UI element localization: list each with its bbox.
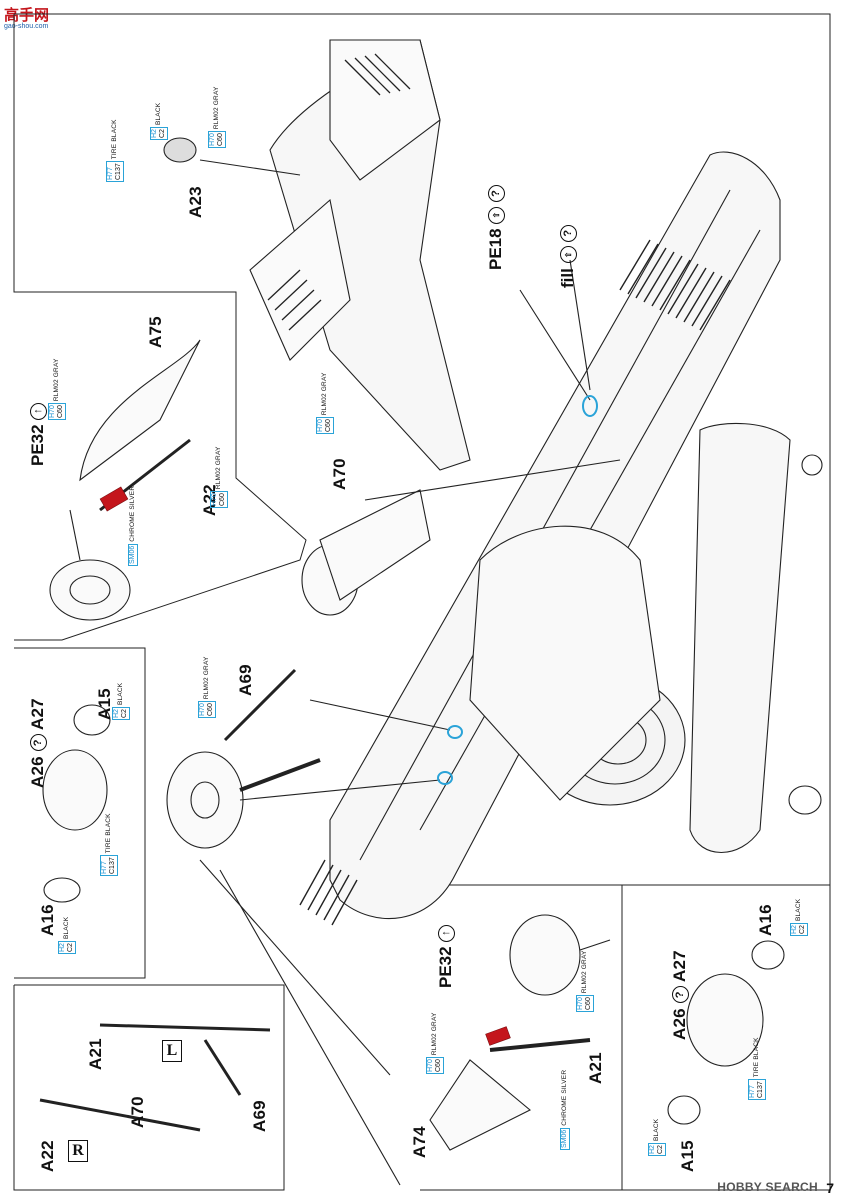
wheel-top-left <box>49 559 131 621</box>
label-a21-mid: A21 <box>586 1052 605 1084</box>
page-number: 7 <box>826 1180 834 1196</box>
watermark: HOBBY SEARCH <box>717 1180 818 1194</box>
side-indicator-right: R <box>68 1140 88 1162</box>
label-a22-left: A22 <box>38 1140 57 1172</box>
label-pe32-top: PE32 ↑ <box>28 402 48 466</box>
frame-top-left <box>13 14 307 641</box>
label-a70-left: A70 <box>128 1096 147 1128</box>
flip-arrow-icon: ⇧ <box>560 246 578 264</box>
question-mark-circle-icon: ? <box>672 986 690 1004</box>
label-a15-right: A15 <box>678 1140 697 1172</box>
flip-arrow-icon: ⇧ <box>488 206 506 224</box>
label-pe18: PE18 ⇧ ? <box>486 184 506 270</box>
question-mark-circle-icon: ? <box>488 184 506 202</box>
frame-bottom-mid <box>420 884 623 1191</box>
color-callout-sm06-top: SM06 CHROME SILVER <box>128 485 138 566</box>
red-part-top <box>99 486 129 512</box>
label-a70-main: A70 <box>330 458 349 490</box>
label-fill: fill ⇧ ? <box>558 224 578 288</box>
site-logo: 高手网 gao-shou.com <box>4 7 50 30</box>
tail-wheel <box>163 137 197 163</box>
label-a21-left: A21 <box>86 1038 105 1070</box>
label-pe32-bottom: PE32 ↑ <box>436 924 456 988</box>
wheel-bottom-right <box>686 973 764 1067</box>
frame-mid-left <box>14 647 146 979</box>
question-mark-circle-icon: ? <box>560 224 578 242</box>
arrow-up-circle-icon: ↑ <box>30 402 48 420</box>
arrow-up-circle-icon: ↑ <box>438 924 456 942</box>
red-part-bottom <box>485 1026 511 1046</box>
label-a26-a27-left: A26 ? A27 <box>28 698 48 788</box>
wheel-bottom-mid <box>509 914 581 996</box>
label-a26-a27-right: A26 ? A27 <box>670 950 690 1040</box>
wheel-center <box>166 751 244 849</box>
label-a75-top: A75 <box>146 316 165 348</box>
label-a69-left: A69 <box>250 1100 269 1132</box>
label-a69-main: A69 <box>236 664 255 696</box>
frame-outer <box>14 13 831 1190</box>
label-a16-right: A16 <box>756 904 775 936</box>
label-a23: A23 <box>186 186 205 218</box>
wheel-mid-left <box>42 749 108 831</box>
side-indicator-left: L <box>162 1040 182 1062</box>
color-callout-sm06-bottom: SM06 CHROME SILVER <box>560 1069 570 1150</box>
side-view-aircraft <box>689 422 791 853</box>
label-a74: A74 <box>410 1126 429 1158</box>
label-a16-left: A16 <box>38 904 57 936</box>
frame-bottom-left <box>13 984 285 1191</box>
question-mark-circle-icon: ? <box>30 734 48 752</box>
